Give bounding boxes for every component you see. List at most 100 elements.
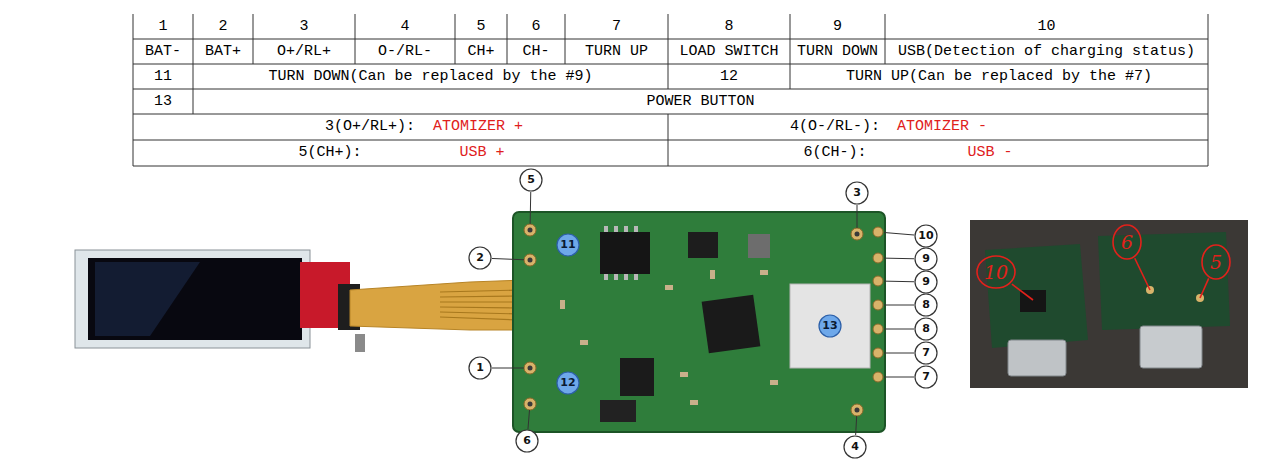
handwritten-pointer: [1200, 278, 1209, 298]
table-cell: 1: [158, 18, 167, 35]
callout-number: 9: [922, 253, 930, 265]
callout-circle: [819, 315, 841, 337]
handwritten-circle: [1202, 245, 1230, 279]
ribbon: [350, 280, 525, 330]
table-cell: BAT-: [145, 43, 181, 60]
table-line: [133, 140, 1208, 141]
table-cell: 3: [299, 18, 308, 35]
usb-connector: [1008, 340, 1066, 376]
table-cell: TURN UP: [585, 43, 648, 60]
callout-number: 1: [476, 362, 484, 374]
table-cell: 12: [720, 68, 738, 85]
table-line: [668, 14, 669, 89]
callout-circle: [915, 318, 937, 340]
leader-line: [884, 232, 914, 235]
leader-line: [884, 281, 914, 283]
leader-line: [884, 353, 914, 354]
callout-number: 11: [560, 239, 575, 251]
usb-board-left: [985, 244, 1088, 348]
callout-number: 7: [922, 347, 930, 359]
leader-line: [492, 368, 524, 369]
table-line: [668, 114, 669, 166]
leader-line: [528, 410, 530, 429]
table-cell: 4: [400, 18, 409, 35]
table-grid: [133, 14, 1208, 166]
table-line: [1208, 14, 1209, 166]
oled-display: [75, 250, 365, 352]
callout-circle: [915, 366, 937, 388]
chip-small: [688, 232, 718, 258]
table-cell: 13: [154, 93, 172, 110]
table-line: [193, 14, 194, 114]
callout-marks: [469, 169, 1230, 458]
callout-number: 8: [922, 299, 930, 311]
table-cell: CH-: [522, 43, 549, 60]
usb-board-right: [1098, 232, 1230, 330]
callout-number: 4: [851, 441, 859, 453]
callout-circle: [557, 234, 579, 256]
board: [513, 212, 885, 432]
leader-line: [884, 305, 914, 306]
chip-mcu: [702, 295, 761, 354]
leader-line: [492, 258, 524, 259]
callout-number: 10: [918, 230, 933, 242]
table-cell: BAT+: [205, 43, 241, 60]
callout-circle: [915, 271, 937, 293]
callout-circle: [557, 372, 579, 394]
callout-circle: [844, 436, 866, 458]
callout-circle: [469, 357, 491, 379]
callout-number: 2: [476, 252, 484, 264]
table-line: [507, 14, 508, 64]
ribbon-cable: [350, 280, 525, 330]
callout-number: 9: [922, 276, 930, 288]
table-cell: 4(O-/RL-):: [790, 119, 880, 136]
display-sheen: [95, 262, 200, 336]
table-line: [133, 64, 1208, 65]
table-line: [355, 14, 356, 64]
table-cell: 11: [154, 68, 172, 85]
table-cell: 2: [218, 18, 227, 35]
table-cell: 7: [612, 18, 621, 35]
table-line: [133, 89, 1208, 90]
display-panel: [88, 258, 302, 340]
usb-board-photo: [970, 220, 1248, 388]
table-line: [133, 114, 1208, 115]
table-cell: 5(CH+):: [298, 145, 361, 162]
leader-line: [856, 416, 857, 435]
table-cell: O+/RL+: [277, 43, 331, 60]
table-cell: 8: [724, 18, 733, 35]
callout-circle: [520, 169, 542, 191]
pad-holes: [528, 228, 860, 413]
callout-number: 12: [560, 377, 575, 389]
table-cell: 9: [833, 18, 842, 35]
chip-soic: [600, 232, 650, 274]
handwritten-pointer: [1012, 284, 1033, 300]
button-pad: [790, 284, 870, 368]
table-line: [253, 14, 254, 64]
chip-bottom: [600, 400, 636, 422]
callout-circle: [915, 248, 937, 270]
chip-inductor: [748, 234, 770, 258]
chip-pins: [604, 226, 638, 280]
handwritten-circle: [977, 256, 1015, 288]
table-cell-red: ATOMIZER +: [433, 119, 523, 136]
handwritten-callout: 5: [1210, 252, 1222, 273]
table-cell: 6(CH-):: [803, 145, 866, 162]
callout-circle: [469, 247, 491, 269]
table-cell: POWER BUTTON: [646, 93, 754, 110]
leader-line: [884, 258, 914, 260]
table-line: [455, 14, 456, 64]
chip-mosfet: [620, 358, 654, 396]
table-line: [133, 39, 1208, 40]
table-cell: 10: [1037, 18, 1055, 35]
callout-number: 6: [523, 435, 531, 447]
table-cell: TURN DOWN(Can be replaced by the #9): [268, 68, 592, 85]
callout-number: 3: [853, 187, 861, 199]
callout-circle: [915, 294, 937, 316]
table-cell: LOAD SWITCH: [679, 43, 778, 60]
callout-number: 5: [527, 174, 535, 186]
leader-line: [857, 205, 858, 228]
table-line: [885, 14, 886, 64]
table-line: [133, 14, 134, 166]
table-cell: 3(O+/RL+):: [325, 119, 415, 136]
